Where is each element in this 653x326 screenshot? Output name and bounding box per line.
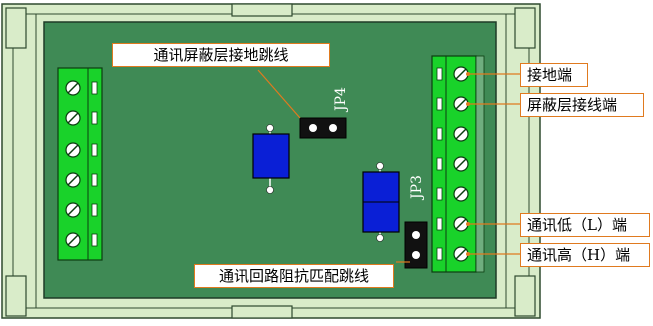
jp4-jumper — [299, 117, 347, 139]
shield-terminal-callout: 屏蔽层接线端 — [520, 93, 644, 117]
comm-low-terminal-callout: 通讯低（L）端 — [520, 213, 650, 237]
left-terminal-block — [57, 67, 103, 261]
shield-jumper-callout: 通讯屏蔽层接地跳线 — [112, 43, 330, 67]
right-terminal-block — [431, 55, 485, 273]
jp3-jumper — [404, 221, 428, 269]
jp3-label: JP3 — [409, 175, 425, 199]
pin-dot-icon — [309, 124, 317, 132]
jp4-label: JP4 — [333, 87, 349, 111]
pin-dot-icon — [412, 251, 420, 259]
ground-terminal-callout: 接地端 — [520, 63, 588, 87]
leader-lines — [257, 69, 520, 263]
blue-component-upper — [252, 124, 290, 194]
comm-high-terminal-callout: 通讯高（H）端 — [520, 243, 650, 267]
loop-jumper-callout: 通讯回路阻抗匹配跳线 — [194, 264, 394, 288]
blue-component-lower — [362, 162, 400, 242]
pin-dot-icon — [412, 231, 420, 239]
pin-dot-icon — [329, 124, 337, 132]
